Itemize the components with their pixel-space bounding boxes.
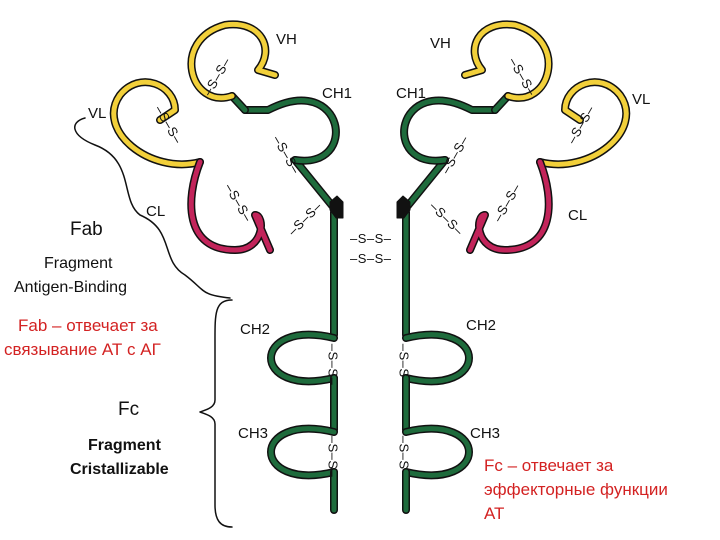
fab-name-line2: Antigen-Binding <box>14 280 127 296</box>
ch2-label-left: CH2 <box>240 322 270 337</box>
fc-title: Fc <box>118 400 139 419</box>
fc-name-line1: Fragment <box>88 438 161 454</box>
fab-note-line1: Fab – отвечает за <box>18 316 158 336</box>
ch1-label-left: CH1 <box>322 86 352 101</box>
ch3-label-left: CH3 <box>238 426 268 441</box>
cl-domain-left <box>191 162 270 250</box>
fab-note-line2: связывание АТ с АГ <box>4 340 161 360</box>
fc-brace <box>200 300 232 527</box>
disulfide-bond: –S–S– <box>397 436 410 478</box>
fab-title: Fab <box>70 220 103 239</box>
cl-label-left: CL <box>146 204 165 219</box>
vh-label-right: VH <box>430 36 451 51</box>
cl-label-right: CL <box>568 208 587 223</box>
ch1-label-right: CH1 <box>396 86 426 101</box>
vl-label-right: VL <box>632 92 650 107</box>
ch2-label-right: CH2 <box>466 318 496 333</box>
fc-name-line2: Cristallizable <box>70 462 169 478</box>
fc-note-line2: эффекторные функции <box>484 480 668 500</box>
interchain-disulfide-bond: –S–S– <box>350 252 392 265</box>
fab-name-line1: Fragment <box>44 256 112 272</box>
disulfide-bond: –S–S– <box>326 436 339 478</box>
ch3-label-right: CH3 <box>470 426 500 441</box>
interchain-disulfide-bond: –S–S– <box>350 232 392 245</box>
vh-label-left: VH <box>276 32 297 47</box>
vl-domain-left <box>114 82 200 164</box>
disulfide-bond: –S–S– <box>326 344 339 386</box>
vl-label-left: VL <box>88 106 106 121</box>
fc-note-line3: АТ <box>484 504 504 524</box>
disulfide-bond: –S–S– <box>397 344 410 386</box>
fc-note-line1: Fc – отвечает за <box>484 456 613 476</box>
